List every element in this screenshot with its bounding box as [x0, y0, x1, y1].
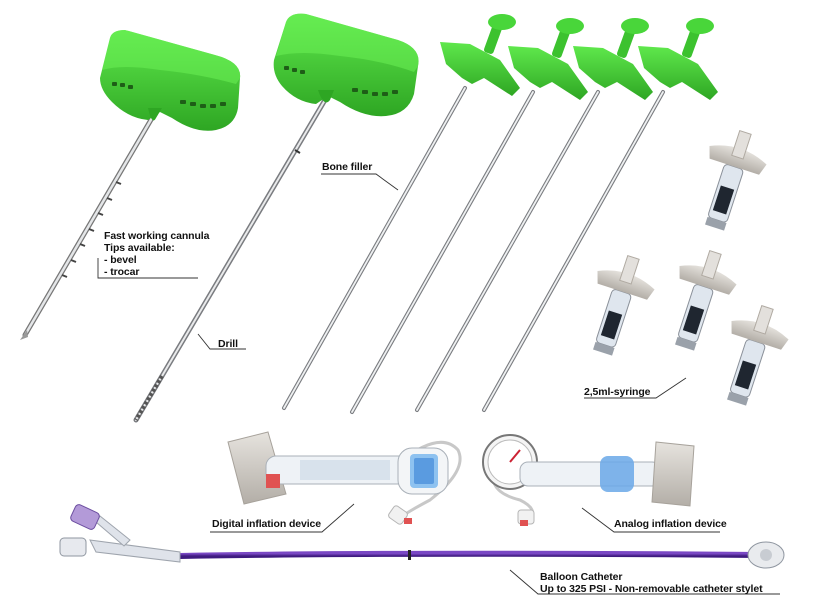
bone-filler-label: Bone filler [322, 161, 373, 173]
cannula-label: Fast working cannula Tips available: - b… [104, 230, 209, 278]
syringe-label: 2,5ml-syringe [584, 386, 651, 398]
digital-inflation-label: Digital inflation device [212, 518, 322, 530]
leader-analog [581, 507, 720, 533]
cannula-label-line1: Fast working cannula [104, 230, 210, 242]
bone-filler-2 [350, 18, 588, 414]
balloon-catheter [59, 504, 785, 569]
analog-inflation-label: Analog inflation device [614, 518, 727, 530]
bone-filler-1 [282, 14, 520, 410]
leader-syringe [584, 377, 687, 399]
leader-bone-filler [321, 173, 399, 191]
leader-balloon [509, 569, 780, 595]
analog-inflation-device [482, 434, 695, 526]
syringe-3 [675, 249, 737, 351]
leader-lines [97, 173, 780, 595]
bone-filler-3 [415, 18, 653, 412]
balloon-catheter-label: Balloon Catheter Up to 325 PSI - Non-rem… [540, 571, 763, 595]
leader-digital [210, 503, 355, 533]
balloon-catheter-label-line2: Up to 325 PSI - Non-removable catheter s… [540, 583, 763, 595]
drill-label: Drill [218, 338, 238, 350]
cannula-label-line4: - trocar [104, 266, 140, 278]
bone-filler-set [282, 14, 718, 414]
syringe-set [593, 129, 789, 406]
syringe-2 [593, 254, 655, 356]
leader-drill [197, 333, 246, 350]
fast-working-cannula [20, 30, 241, 340]
drill [133, 13, 419, 423]
syringe-4 [727, 304, 789, 406]
balloon-catheter-label-line1: Balloon Catheter [540, 571, 623, 583]
cannula-label-line2: Tips available: [104, 242, 175, 254]
digital-inflation-device [227, 431, 462, 525]
syringe-1 [705, 129, 767, 231]
bone-filler-4 [482, 18, 718, 412]
cannula-label-line3: - bevel [104, 254, 137, 266]
leader-cannula [97, 258, 198, 279]
